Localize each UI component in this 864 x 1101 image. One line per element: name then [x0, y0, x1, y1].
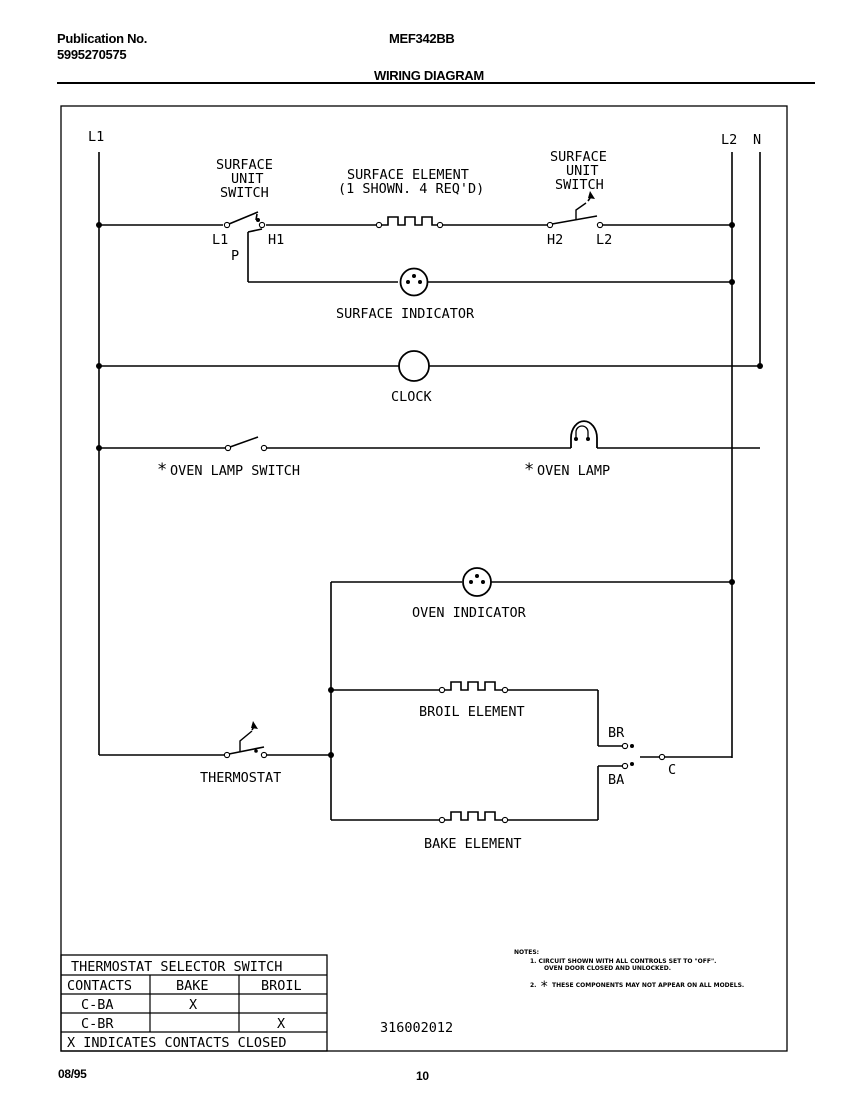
oven-indicator-label: OVEN INDICATOR [412, 605, 527, 621]
junction-dots [96, 222, 763, 758]
surface-element-label-line2: (1 SHOWN. 4 REQ'D) [338, 181, 484, 197]
page-number: 10 [416, 1069, 429, 1083]
note-2-number: 2. [530, 982, 536, 989]
oven-indicator-circuit [330, 567, 732, 820]
power-rails [98, 152, 761, 758]
selector-table-title: THERMOSTAT SELECTOR SWITCH [71, 959, 282, 975]
notes-block: NOTES: 1. CIRCUIT SHOWN WITH ALL CONTROL… [514, 949, 744, 995]
thermostat-circuit [99, 721, 331, 759]
broil-element-label: BROIL ELEMENT [419, 704, 525, 720]
terminal-p-label: P [231, 248, 239, 264]
surface-switch-right-line3: SWITCH [555, 177, 604, 193]
terminal-br-label: BR [608, 725, 625, 741]
note-1-line1: 1. CIRCUIT SHOWN WITH ALL CONTROLS SET T… [530, 958, 716, 965]
rail-label-l2: L2 [721, 132, 737, 148]
oven-lamp-switch-label: OVEN LAMP SWITCH [170, 463, 300, 479]
oven-lamp-label: OVEN LAMP [537, 463, 610, 479]
oven-lamp-circuit [99, 420, 760, 452]
rail-label-n: N [753, 132, 761, 148]
surface-switch-left-line2: UNIT [231, 171, 264, 187]
oven-lamp-asterisk: * [524, 460, 534, 480]
model-number: MEF342BB [389, 31, 455, 46]
selector-col-contacts: CONTACTS [67, 978, 132, 994]
thermostat-selector-table [60, 954, 328, 1052]
surface-switch-right-line2: UNIT [566, 163, 599, 179]
selector-row1-bake: X [189, 997, 197, 1013]
note-2-asterisk: * [540, 979, 548, 995]
drawing-number: 316002012 [380, 1020, 453, 1036]
note-1-line2: OVEN DOOR CLOSED AND UNLOCKED. [544, 965, 671, 972]
publication-label: Publication No. [57, 31, 148, 46]
selector-col-broil: BROIL [261, 978, 302, 994]
surface-switch-left-line3: SWITCH [220, 185, 269, 201]
terminal-c-label: C [668, 762, 676, 778]
selector-col-bake: BAKE [176, 978, 209, 994]
surface-unit-switch-right [546, 191, 604, 229]
surface-indicator-circuit [248, 267, 732, 297]
diagram-border [60, 105, 788, 1052]
terminal-l2-label: L2 [596, 232, 612, 248]
selector-row2-contact: C-BR [81, 1016, 114, 1032]
terminal-ba-label: BA [608, 772, 624, 788]
broil-element-circuit [331, 681, 634, 750]
selector-row1-contact: C-BA [81, 997, 114, 1013]
surface-element-symbol [375, 216, 444, 229]
notes-heading: NOTES: [514, 949, 539, 956]
terminal-h2-label: H2 [547, 232, 563, 248]
surface-switch-right-line1: SURFACE [550, 149, 607, 165]
diagram-title: WIRING DIAGRAM [374, 68, 484, 83]
oven-lamp-switch-asterisk: * [157, 460, 167, 480]
thermostat-label: THERMOSTAT [200, 770, 281, 786]
surface-element-label-line1: SURFACE ELEMENT [347, 167, 469, 183]
selector-table-footnote: X INDICATES CONTACTS CLOSED [67, 1035, 286, 1051]
note-2-text: THESE COMPONENTS MAY NOT APPEAR ON ALL M… [552, 982, 744, 989]
terminal-l1-label: L1 [212, 232, 228, 248]
rail-label-l1: L1 [88, 129, 104, 145]
clock-circuit [99, 350, 760, 382]
bake-element-label: BAKE ELEMENT [424, 836, 522, 852]
footer-date: 08/95 [58, 1067, 87, 1081]
terminal-h1-label: H1 [268, 232, 284, 248]
surface-switch-left-line1: SURFACE [216, 157, 273, 173]
clock-label: CLOCK [391, 389, 433, 405]
surface-indicator-label: SURFACE INDICATOR [336, 306, 475, 322]
selector-row2-broil: X [277, 1016, 285, 1032]
publication-number: 5995270575 [57, 47, 127, 62]
bake-element-circuit [331, 762, 634, 824]
surface-unit-switch-left [223, 211, 266, 282]
selector-switch-common [640, 753, 732, 761]
